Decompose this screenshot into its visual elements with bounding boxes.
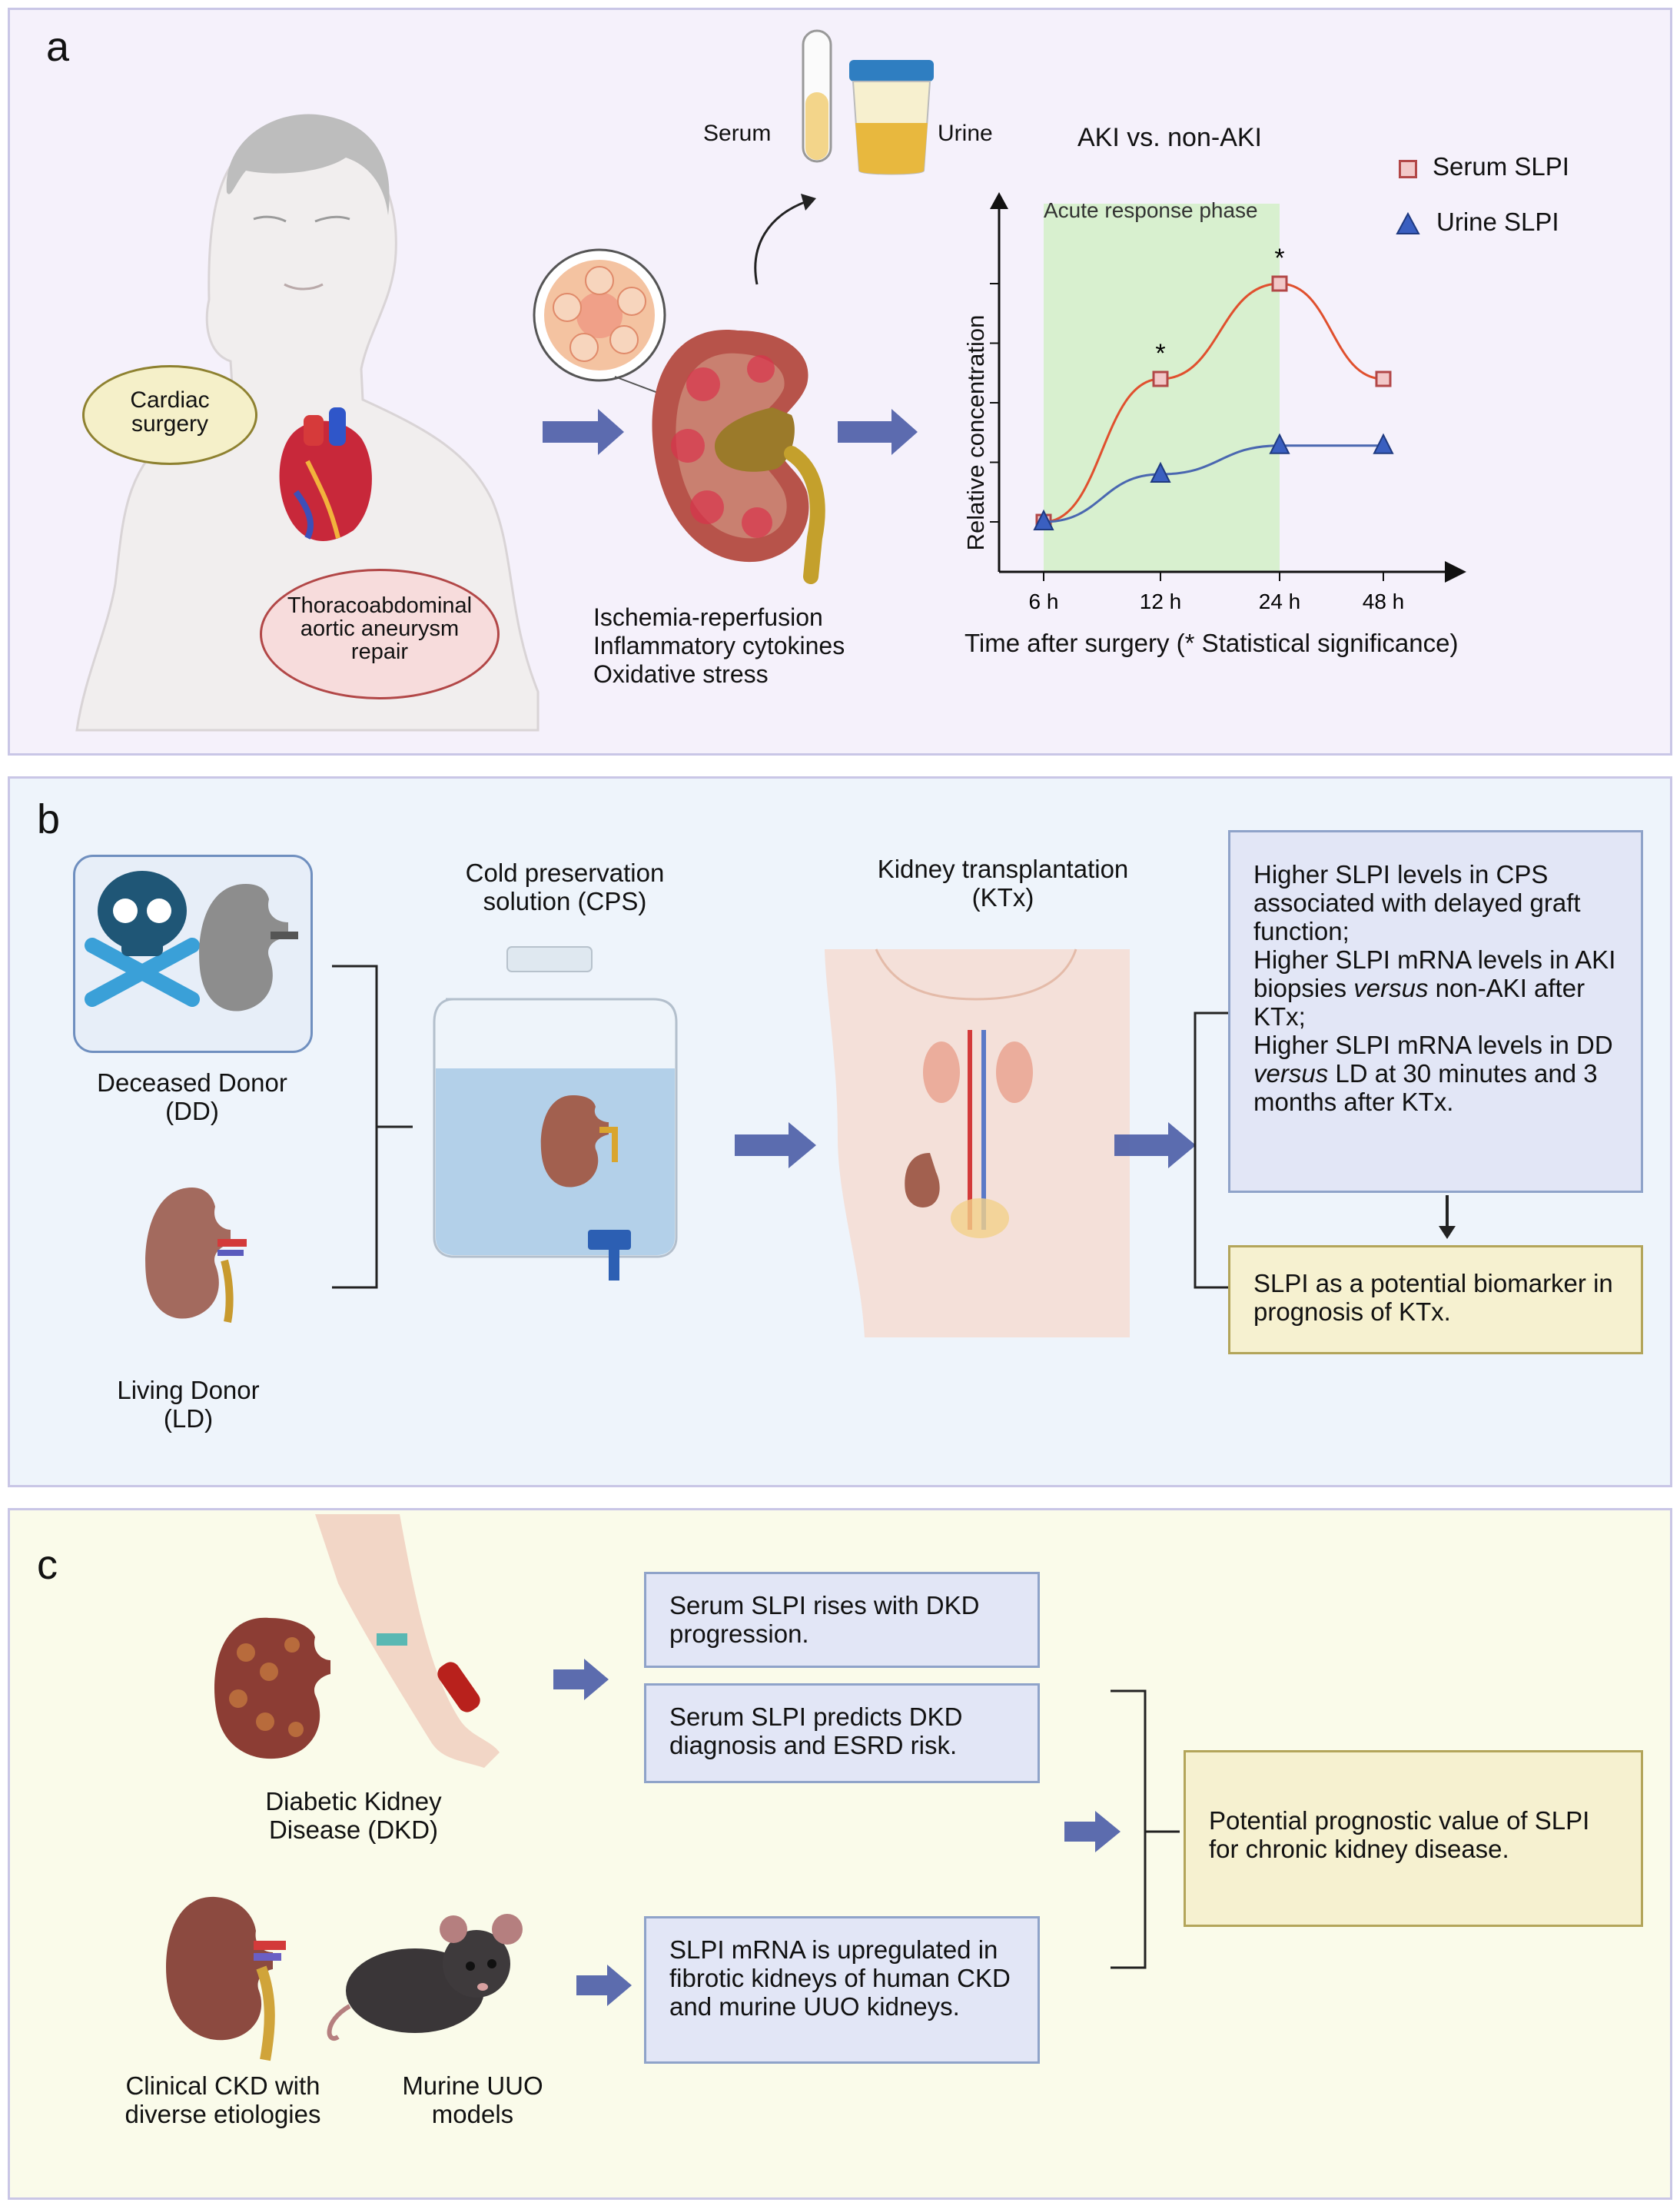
outcome-bracket [1111,1689,1180,1969]
diabetic-kidney-icon [214,1617,330,1759]
arrow-icon [1064,1811,1121,1852]
series-line-1 [1043,444,1384,523]
arrow-icon [553,1659,609,1700]
urine-slpi-point [1269,433,1290,454]
deceased-donor-label: Deceased Donor (DD) [97,1068,287,1125]
arm-blood-draw-icon [315,1514,500,1768]
ktx-label: Kidney transplantation (KTx) [877,855,1129,912]
gray-kidney-icon [199,884,288,1011]
ckd-label: Clinical CKD with diverse etiologies [125,2071,321,2128]
legend-label-serum: Serum SLPI [1433,152,1569,181]
urine-slpi-point [1033,509,1054,530]
serum-label: Serum [703,121,772,146]
cps-label: Cold preservation solution (CPS) [465,859,665,915]
arrow-icon [735,1122,816,1168]
x-tick-label: 48 h [1363,590,1405,613]
urine-cup-icon [849,60,934,175]
dkd-label: Diabetic Kidney Disease (DKD) [265,1787,442,1844]
finding-aki: Higher SLPI mRNA levels in AKI biopsies … [1253,945,1616,1031]
outcome-bracket [1194,1011,1228,1289]
shaded-region-label: Acute response phase [1044,198,1258,222]
living-donor-label: Living Donor (LD) [117,1376,260,1433]
legend: Serum SLPI Urine SLPI [1393,152,1638,244]
chart-title: AKI vs. non-AKI [1077,123,1262,152]
legend-label-urine: Urine SLPI [1436,208,1559,236]
square-marker-icon [1399,160,1417,178]
tubule-cross-section-icon [533,248,677,400]
ktx-findings-box: Higher SLPI levels in CPS associated wit… [1228,830,1643,1193]
ckd-kidney-icon [165,1896,286,2061]
arrow-icon [1114,1122,1196,1168]
taaa-label: Thoracoabdominal aortic aneurysm repair [287,593,473,664]
uuo-label: Murine UUO models [402,2071,543,2128]
living-donor-kidney-icon [145,1188,231,1319]
x-tick-label: 24 h [1259,590,1301,613]
serum-slpi-point [1375,370,1392,387]
series-line-0 [1043,282,1384,523]
arrow-icon [838,409,918,455]
serum-tube-icon [802,29,832,163]
urine-slpi-point [1373,433,1394,454]
cardiac-surgery-label: Cardiac surgery [130,387,210,437]
skull-crossbones-icon [85,871,200,1007]
cps-container-icon [433,946,678,1281]
urine-slpi-point [1150,461,1171,483]
taaa-ellipse [260,569,500,699]
arrow-icon [543,409,624,455]
panel-b-letter: b [37,796,61,842]
ckd-mrna-box: SLPI mRNA is upregulated in fibrotic kid… [644,1916,1040,2064]
finding-dd-ld: Higher SLPI mRNA levels in DD versus LD … [1253,1031,1613,1116]
dkd-progression-box: Serum SLPI rises with DKD progression. [644,1572,1040,1668]
significance-star: * [1274,244,1284,273]
serum-slpi-point [1152,370,1169,387]
panel-c-letter: c [37,1542,58,1588]
significance-star: * [1155,339,1165,368]
chart-xlabel: Time after surgery (* Statistical signif… [965,629,1459,657]
x-tick-label: 12 h [1140,590,1182,613]
ckd-prognostic-box: Potential prognostic value of SLPI for c… [1184,1750,1643,1927]
donor-bracket [332,965,413,1289]
y-axis-arrow [990,192,1008,209]
x-tick-label: 6 h [1029,590,1059,613]
urine-label: Urine [938,121,993,146]
finding-cps: Higher SLPI levels in CPS associated wit… [1253,860,1581,945]
recipient-torso-icon [825,948,1130,1337]
acute-phase-shade [1044,204,1280,572]
triangle-marker-icon [1396,211,1420,234]
panel-a-letter: a [46,24,70,70]
ktx-biomarker-box: SLPI as a potential biomarker in prognos… [1228,1245,1643,1354]
insults-label: Ischemia-reperfusion Inflammatory cytoki… [593,603,845,688]
dkd-diagnosis-box: Serum SLPI predicts DKD diagnosis and ES… [644,1683,1040,1783]
curved-arrow-icon [754,200,808,285]
cardiac-surgery-ellipse [82,365,257,465]
arrow-icon [576,1965,632,2006]
x-axis-arrow [1445,561,1466,583]
kidney-section-icon [652,330,825,584]
mouse-icon [327,1914,523,2041]
serum-slpi-point [1271,275,1288,292]
